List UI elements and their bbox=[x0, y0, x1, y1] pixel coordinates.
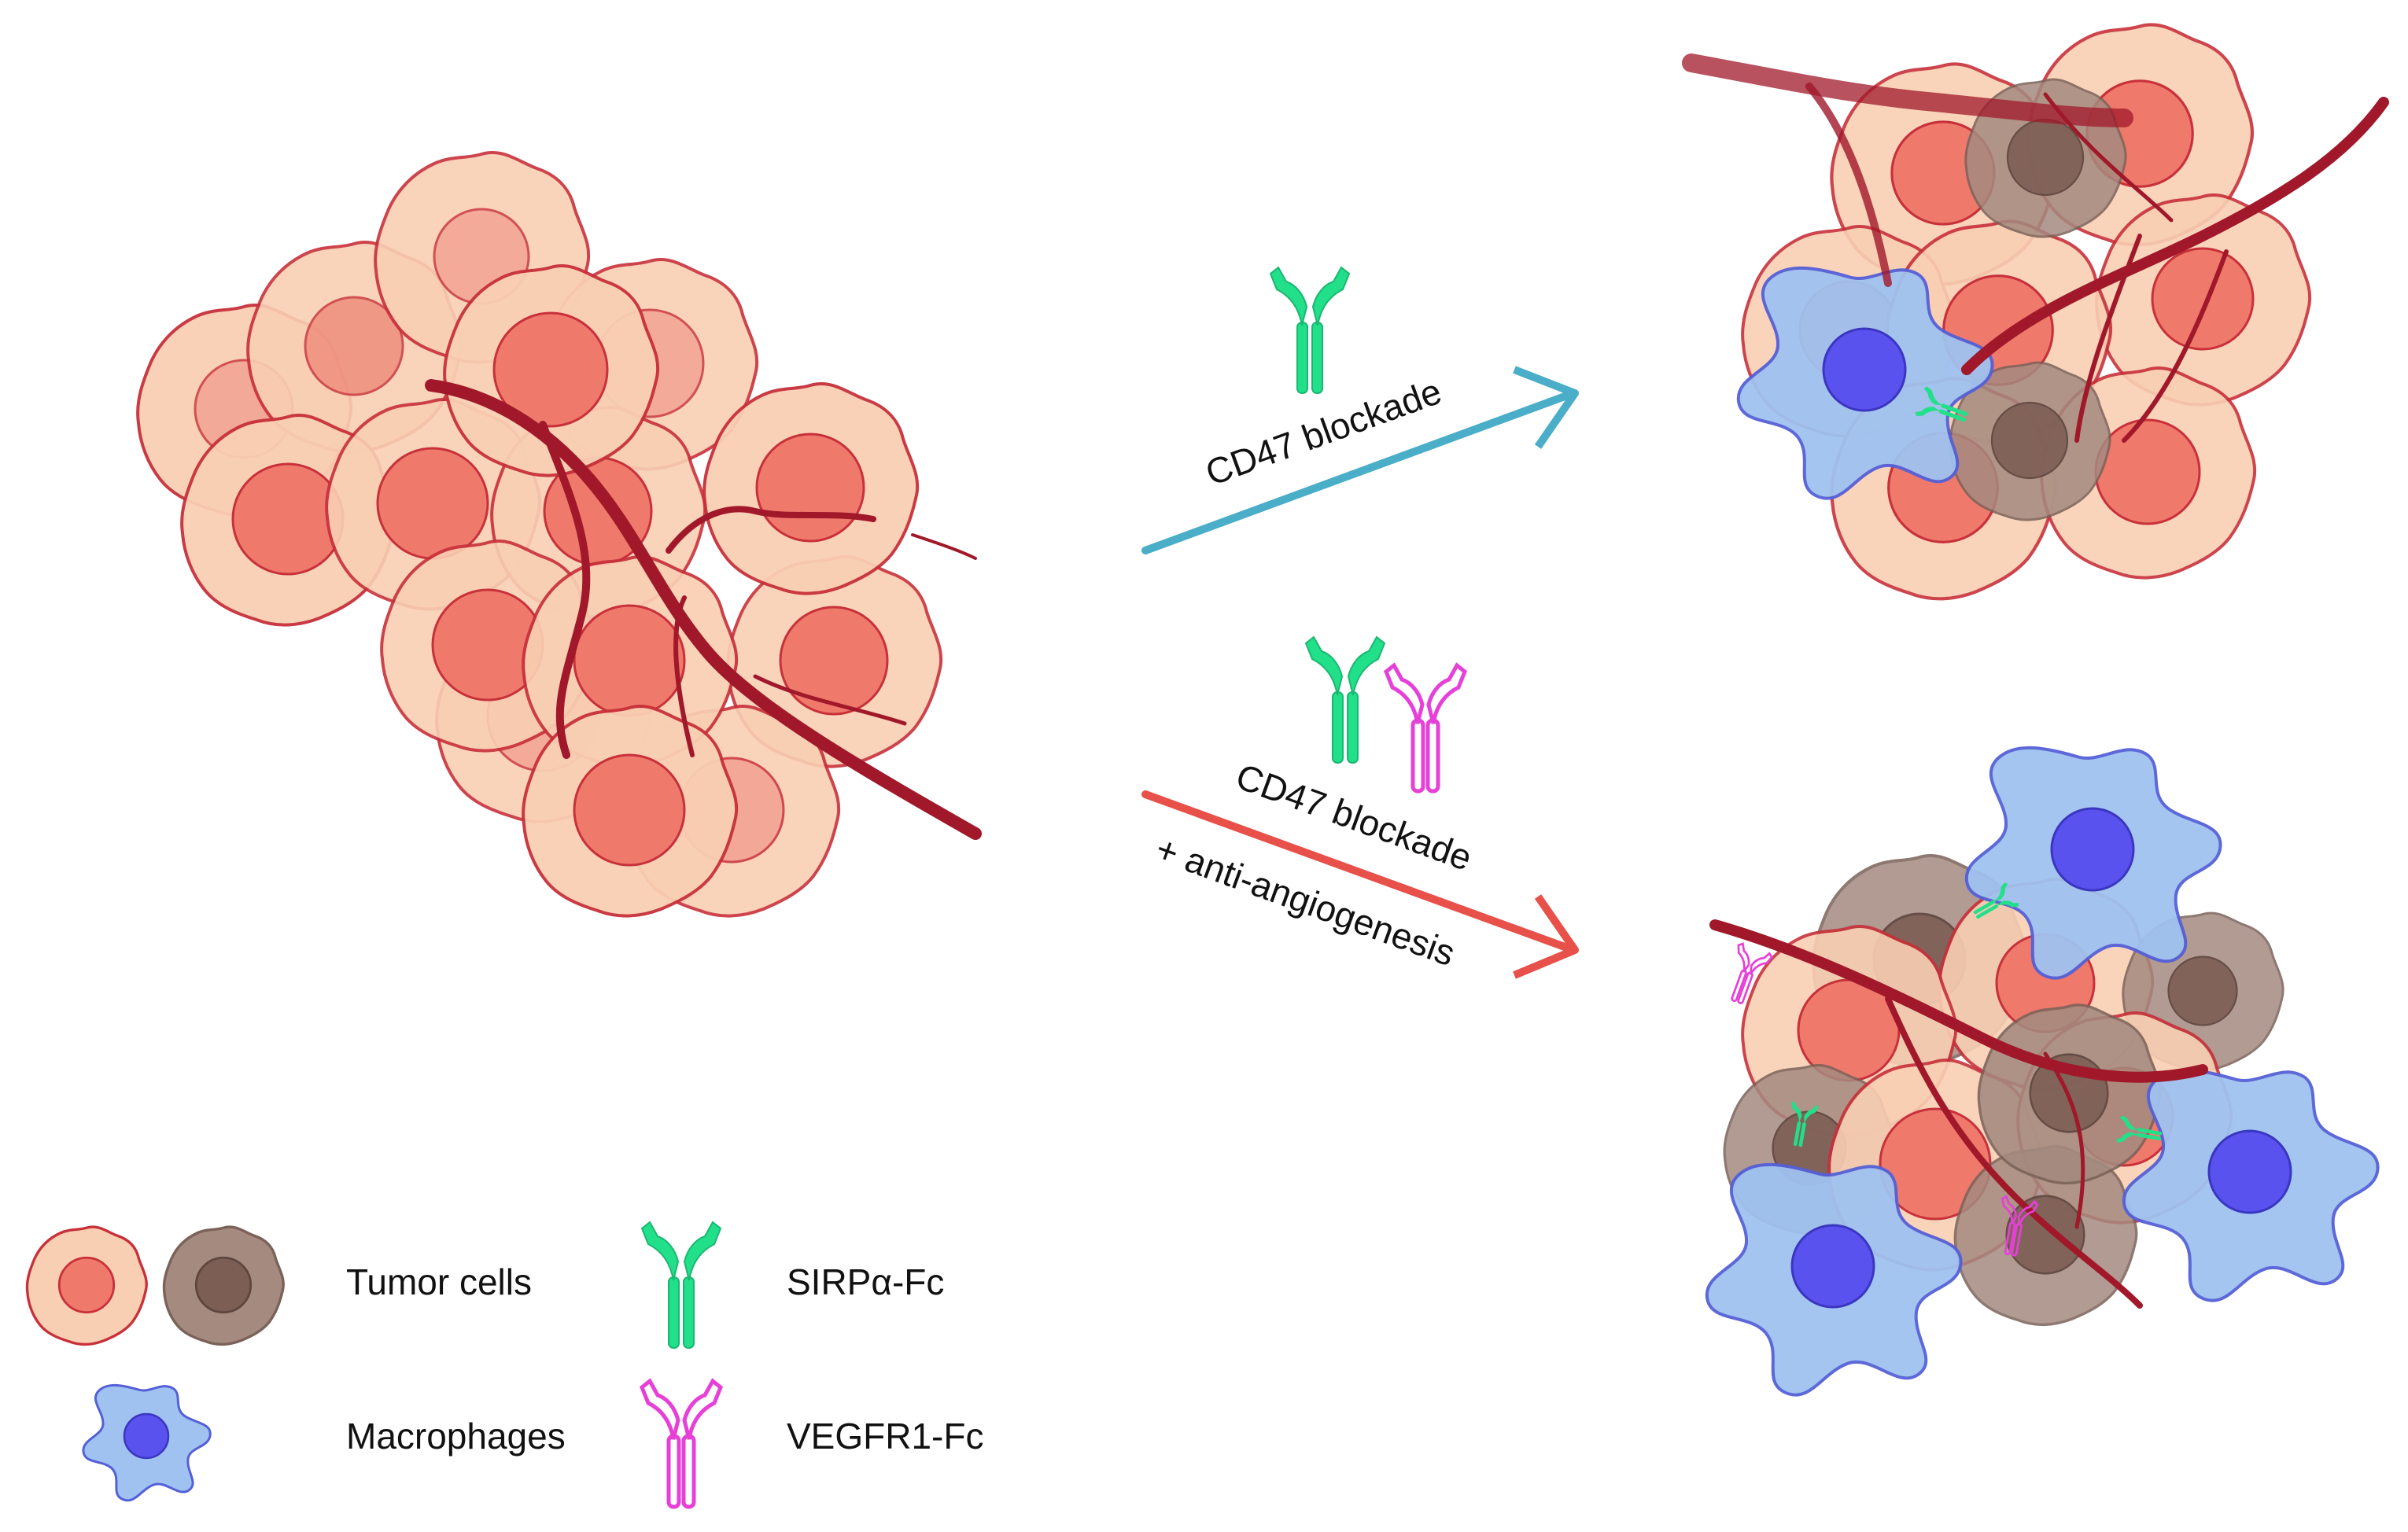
legend-dead-tumor-cell-icon bbox=[162, 1225, 285, 1346]
dead-tumor-cell bbox=[1949, 361, 2111, 521]
tumor-cell bbox=[443, 263, 660, 477]
legend-macrophages-label: Macrophages bbox=[346, 1416, 566, 1457]
arrow-top-label: CD47 blockade bbox=[1200, 370, 1447, 493]
arrow-bottom-label-1: CD47 blockade bbox=[1231, 756, 1477, 878]
arrow-cd47-blockade: CD47 blockade bbox=[1141, 366, 1579, 554]
tumor-cell bbox=[702, 381, 920, 595]
macrophage bbox=[1736, 266, 1994, 500]
tumor-after-cd47-blockade bbox=[1682, 24, 2389, 598]
tumor-cell bbox=[726, 554, 943, 768]
vegfr1-antibody-combo bbox=[1386, 665, 1465, 791]
legend-macrophage-icon bbox=[82, 1383, 212, 1502]
legend-vegfr1-label: VEGFR1-Fc bbox=[787, 1416, 983, 1457]
legend-tumor-cells-label: Tumor cells bbox=[346, 1261, 532, 1302]
blood-vessel bbox=[1682, 53, 2389, 443]
sirpa-antibody-combo bbox=[1305, 636, 1385, 764]
tumor-cell bbox=[522, 704, 739, 918]
legend-vegfr1-icon bbox=[642, 1381, 721, 1507]
macrophage bbox=[2122, 1068, 2380, 1302]
blood-vessel bbox=[425, 379, 982, 840]
arrow-combination: CD47 blockade + anti-angiogenesis bbox=[1141, 756, 1579, 979]
dead-tumor-cell bbox=[2122, 911, 2284, 1072]
legend: Tumor cells Macrophages SIRPα-Fc VEGFR1-… bbox=[25, 1221, 983, 1507]
blood-vessel bbox=[1709, 919, 2208, 1309]
macrophage bbox=[1964, 746, 2222, 980]
legend-sirpa-icon bbox=[641, 1221, 721, 1349]
legend-sirpa-label: SIRPα-Fc bbox=[787, 1261, 944, 1302]
macrophage bbox=[1705, 1162, 1963, 1397]
tumor-cell bbox=[2095, 193, 2312, 407]
legend-tumor-cell-icon bbox=[25, 1225, 148, 1346]
tumor-after-combination bbox=[1705, 746, 2380, 1397]
tumor-cell bbox=[246, 240, 463, 454]
initial-tumor bbox=[136, 150, 982, 918]
sirpa-antibody-top bbox=[1270, 267, 1350, 394]
